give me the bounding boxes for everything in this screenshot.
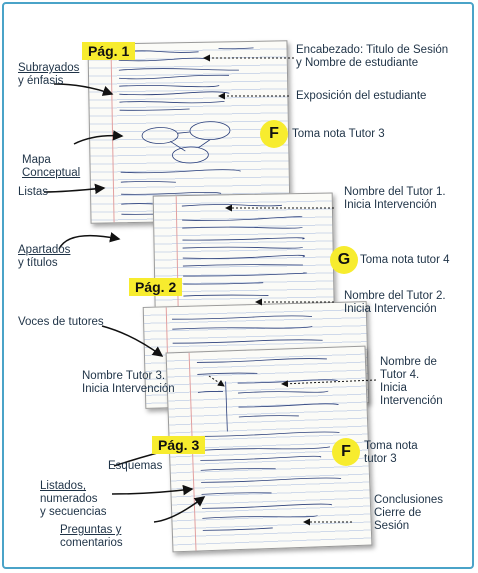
label-listados-line3: y secuencias <box>40 506 107 518</box>
label-voces-tutores: Voces de tutores <box>18 316 104 328</box>
label-mapa-line2: Conceptual <box>22 167 81 179</box>
page-tag-3: Pág. 3 <box>152 436 206 454</box>
label-preguntas: Preguntas y comentarios <box>60 524 123 550</box>
handwriting-page-1 <box>118 47 254 215</box>
label-preguntas-line1: Preguntas y <box>60 524 122 536</box>
label-tutor4-line1: Nombre de <box>380 356 437 368</box>
label-encabezado: Encabezado: Titulo de Sesión y Nombre de… <box>296 44 472 70</box>
label-tutor4: Nombre de Tutor 4. Inicia Intervención <box>380 356 472 408</box>
badge-f-tutor3: F <box>262 122 286 146</box>
label-subrayados: Subrayados y énfasis <box>18 62 79 88</box>
label-tutor3-line1: Nombre Tutor 3. <box>82 370 166 382</box>
label-nombre-tutor1: Nombre del Tutor 1. Inicia Intervención <box>344 186 472 212</box>
figure-frame: Pág. 1 Pág. 2 Pág. 3 F G F Encabezado: T… <box>2 2 474 569</box>
label-mapa-conceptual: Mapa Conceptual <box>22 154 80 180</box>
label-apartados-line1: Apartados <box>18 244 71 256</box>
label-encabezado-line1: Encabezado: Titulo de Sesión <box>296 44 449 56</box>
label-listas: Listas <box>18 186 49 198</box>
label-nombre-tutor1-line2: Inicia Intervención <box>344 199 437 211</box>
label-toma-nota-3b: Toma nota tutor 3 <box>364 440 418 466</box>
label-nombre-tutor2-line2: Inicia Intervención <box>344 303 437 315</box>
label-nombre-tutor2-line1: Nombre del Tutor 2. <box>344 290 446 302</box>
label-conclusiones-line2: Cierre de <box>374 507 422 519</box>
label-mapa-line1: Mapa <box>22 154 51 166</box>
badge-f-tutor3-b: F <box>334 440 358 464</box>
label-nombre-tutor2: Nombre del Tutor 2. Inicia Intervención <box>344 290 472 316</box>
label-toma-nota-3: Toma nota Tutor 3 <box>292 128 385 140</box>
label-listados-line2: numerados <box>40 493 98 505</box>
page-tag-1: Pág. 1 <box>82 42 136 60</box>
notebook-page-3 <box>165 345 373 553</box>
notebook-page-1 <box>87 40 291 224</box>
label-esquemas: Esquemas <box>108 460 163 472</box>
label-apartados: Apartados y títulos <box>18 244 70 270</box>
label-preguntas-line2: comentarios <box>60 537 123 549</box>
label-conclusiones: Conclusiones Cierre de Sesión <box>374 494 472 533</box>
label-tutor4-line4: Intervención <box>380 395 443 407</box>
label-subrayados-line2: y énfasis <box>18 75 64 87</box>
label-tutor3-line2: Inicia Intervención <box>82 383 175 395</box>
label-listados-line1: Listados, <box>40 480 87 492</box>
handwriting-page-3 <box>196 358 342 531</box>
label-encabezado-line2: y Nombre de estudiante <box>296 57 419 69</box>
label-nombre-tutor1-line1: Nombre del Tutor 1. <box>344 186 446 198</box>
badge-g-tutor4: G <box>332 248 356 272</box>
label-tutor4-line2: Tutor 4. <box>380 369 420 381</box>
label-tutor4-line3: Inicia <box>380 382 407 394</box>
label-listados: Listados, numerados y secuencias <box>40 480 106 519</box>
label-toma-nota-4: Toma nota tutor 4 <box>360 254 450 266</box>
label-toma-nota-3b-line2: tutor 3 <box>364 453 397 465</box>
label-exposicion: Exposición del estudiante <box>296 90 427 102</box>
page-tag-2: Pág. 2 <box>129 278 183 296</box>
label-conclusiones-line1: Conclusiones <box>374 494 444 506</box>
label-subrayados-line1: Subrayados <box>18 62 80 74</box>
label-conclusiones-line3: Sesión <box>374 520 410 532</box>
label-toma-nota-3b-line1: Toma nota <box>364 440 418 452</box>
label-apartados-line2: y títulos <box>18 257 58 269</box>
label-tutor3: Nombre Tutor 3. Inicia Intervención <box>82 370 175 396</box>
annotation-arrows <box>43 54 377 526</box>
